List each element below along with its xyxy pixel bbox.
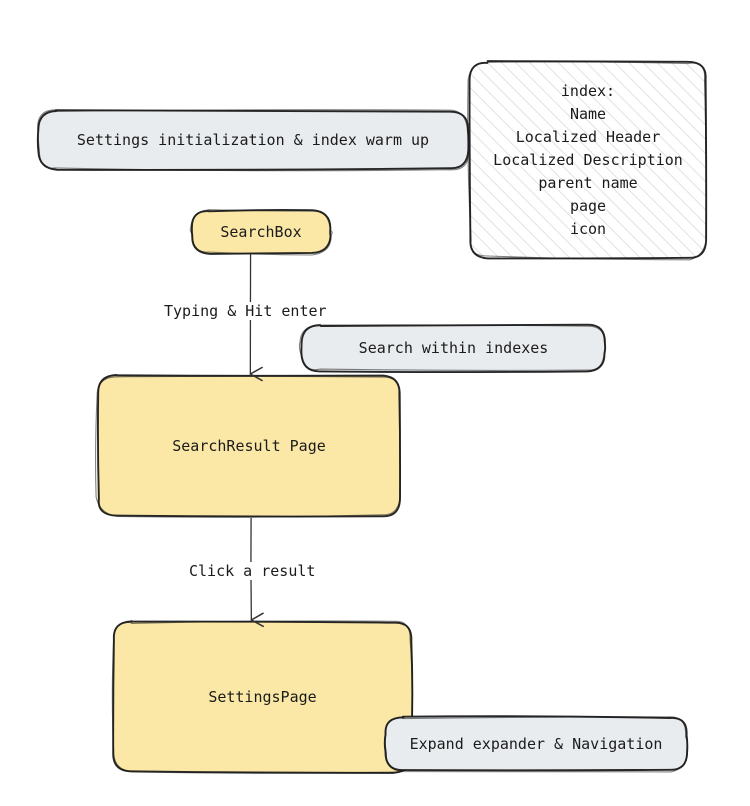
node-search-within-indexes[interactable] <box>302 325 605 371</box>
node-expand-expander[interactable] <box>385 717 687 770</box>
node-settings-init[interactable] <box>38 111 468 169</box>
edge-label-typing-hit-enter: Typing & Hit enter <box>161 302 330 320</box>
edge-label-click-a-result: Click a result <box>186 562 319 580</box>
node-settings-page[interactable] <box>113 622 412 772</box>
node-searchresult-page[interactable] <box>98 376 400 516</box>
node-index[interactable] <box>470 62 706 258</box>
node-searchbox[interactable] <box>192 211 330 253</box>
